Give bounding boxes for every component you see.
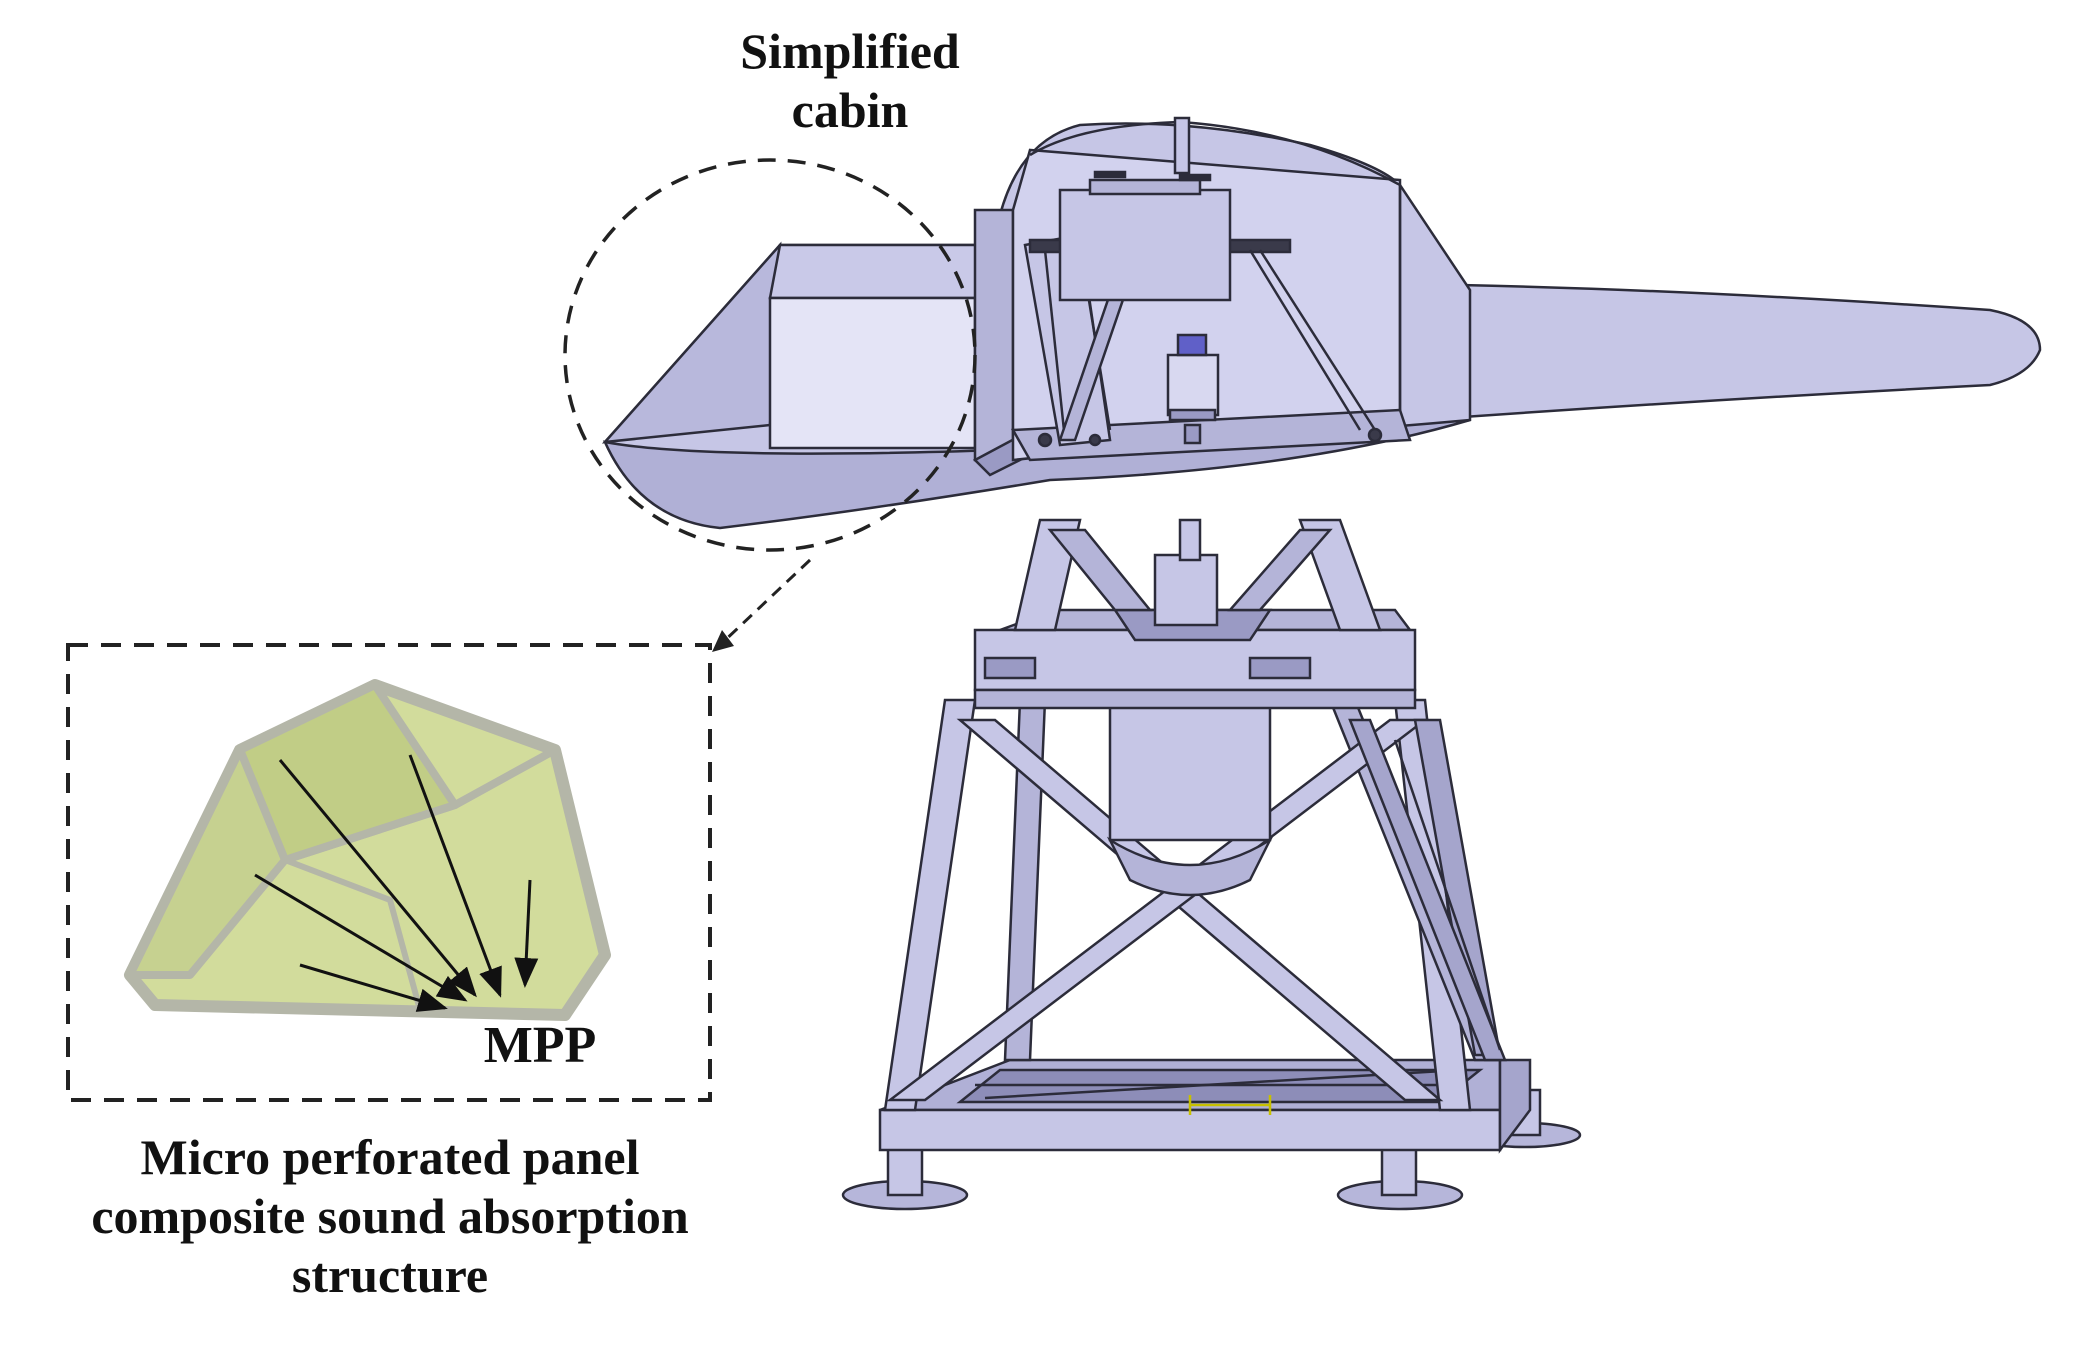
lower-cylinder <box>1108 698 1272 842</box>
tail-boom <box>1378 179 2042 422</box>
mpp-arrows <box>254 754 539 1012</box>
cabin-label-line-1: Simplified <box>740 23 960 79</box>
actuator-column <box>1153 553 1219 627</box>
leg-front-left <box>883 698 977 1112</box>
nose-slant <box>601 241 782 444</box>
inset-box <box>66 643 712 1102</box>
mpp-label: MPP <box>483 1017 597 1074</box>
axis-marker <box>1188 1095 1272 1115</box>
brace-x2 <box>886 718 1429 1102</box>
base-frame-front <box>878 1108 1502 1152</box>
cabin-label-line-2: cabin <box>791 82 909 138</box>
mpp-caption: Micro perforated panel composite sound a… <box>40 1128 740 1305</box>
callout-arrow <box>718 558 812 647</box>
simplified-cabin-label: Simplified cabin <box>600 22 1100 140</box>
caption-line-1: Micro perforated panel <box>140 1129 640 1185</box>
brace-x1 <box>956 718 1444 1102</box>
caption-line-3: structure <box>291 1247 489 1303</box>
caption-line-2: composite sound absorption <box>91 1188 689 1244</box>
mpp-panel <box>124 679 611 1021</box>
central-box <box>1058 188 1232 302</box>
highlight-ellipse <box>563 158 977 552</box>
front-window <box>768 296 977 450</box>
inner-cylinder <box>1166 353 1220 417</box>
helicopter-cabin-model <box>601 116 2042 530</box>
upper-leg-right <box>1298 518 1382 632</box>
support-stand <box>841 518 1582 1211</box>
front-box-panel <box>768 243 1002 300</box>
